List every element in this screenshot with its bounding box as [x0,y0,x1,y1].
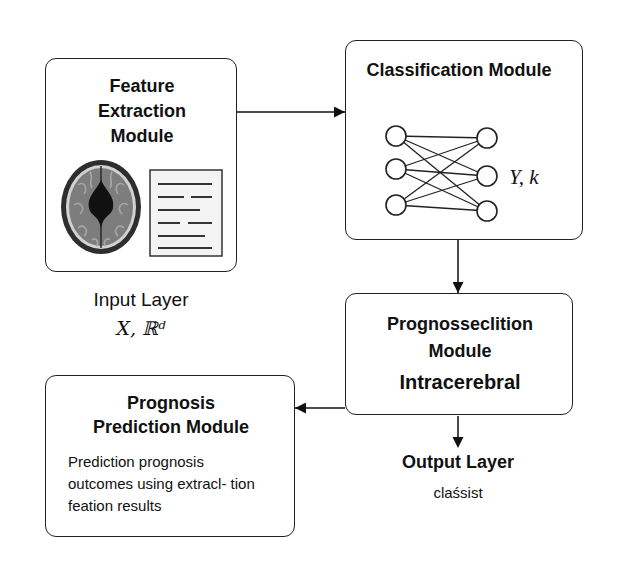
module-box: Classification Module Y, k [345,40,583,240]
module-title: Prognosis Prediction Module [86,391,256,439]
document-sheet [150,170,222,256]
module-title: Classification Module [346,58,572,83]
module-title: Feature Extraction Module [85,74,200,149]
flow-arrow [237,111,345,113]
layer-label: Input Layer [41,288,241,312]
module-title: Prognosseclition Module [373,311,548,365]
module-text: Y, k [509,165,579,189]
module-box: Prognosseclition ModuleIntracerebral [345,293,573,415]
layer-label: Output Layer [358,450,558,474]
module-box: Prognosis Prediction ModulePrediction pr… [45,375,295,537]
skull-ring [66,165,136,249]
skull [61,160,141,254]
module-box: Feature Extraction Module [45,58,237,272]
document-icon [150,170,222,256]
layer-label: claśsist [358,482,558,504]
neural-network-icon [386,126,497,221]
module-text: Intracerebral [346,370,574,394]
layer-label: X, ℝᵈ [41,314,241,342]
flow-arrow [295,407,345,409]
document-lines [158,184,212,248]
output-arrow [453,416,464,448]
flow-arrow [457,240,459,293]
brain-scan [61,160,141,254]
module-text: Prediction prognosis outcomes using extr… [68,451,260,517]
ventricle [89,180,114,228]
